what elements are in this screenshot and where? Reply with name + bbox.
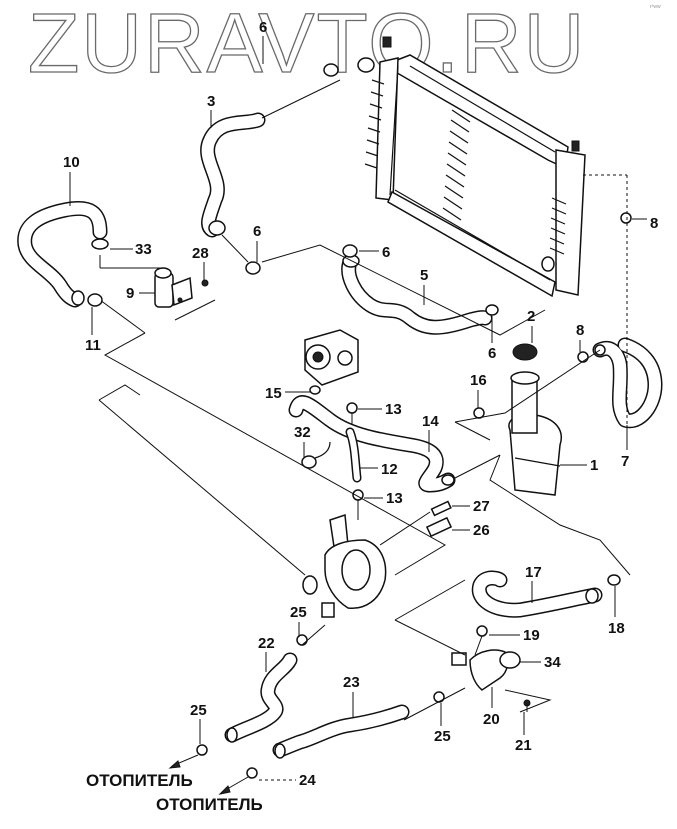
label-6: 6 bbox=[259, 19, 267, 36]
label-18: 18 bbox=[608, 620, 625, 637]
label-21: 21 bbox=[515, 737, 532, 754]
label-27: 27 bbox=[473, 498, 490, 515]
heater-arrows bbox=[168, 754, 249, 795]
watermark: ZURAVTO.RU bbox=[28, 0, 586, 90]
label-13: 13 bbox=[386, 490, 403, 507]
hose-3 bbox=[200, 79, 341, 263]
label-25: 25 bbox=[290, 604, 307, 621]
label-2: 2 bbox=[527, 308, 535, 325]
label-15: 15 bbox=[265, 385, 282, 402]
sensors bbox=[379, 500, 453, 546]
label-33: 33 bbox=[135, 241, 152, 258]
label-23: 23 bbox=[343, 674, 360, 691]
label-28: 28 bbox=[192, 245, 209, 262]
hose-12 bbox=[345, 427, 362, 483]
label-26: 26 bbox=[473, 522, 490, 539]
radiator bbox=[357, 36, 586, 298]
throttle-body bbox=[304, 329, 359, 386]
hose-10 bbox=[17, 201, 146, 334]
label-13: 13 bbox=[385, 401, 402, 418]
label-1: 1 bbox=[590, 457, 598, 474]
label-34: 34 bbox=[544, 654, 561, 671]
core-flow-arrows bbox=[442, 109, 471, 221]
label-24: 24 bbox=[299, 772, 316, 789]
label-20: 20 bbox=[483, 711, 500, 728]
hose-22 bbox=[224, 652, 298, 743]
label-6: 6 bbox=[382, 244, 390, 261]
label-6: 6 bbox=[253, 223, 261, 240]
label-16: 16 bbox=[470, 372, 487, 389]
hose-7 bbox=[592, 337, 663, 429]
label-5: 5 bbox=[420, 267, 428, 284]
bolt-28 bbox=[201, 279, 209, 287]
label-25: 25 bbox=[434, 728, 451, 745]
clamps bbox=[87, 63, 632, 779]
water-outlet bbox=[302, 513, 387, 618]
label-17: 17 bbox=[525, 564, 542, 581]
label-22: 22 bbox=[258, 635, 275, 652]
assembly-lines bbox=[98, 174, 631, 721]
label-25: 25 bbox=[190, 702, 207, 719]
label-11: 11 bbox=[85, 337, 101, 354]
corner-mark: r²ww bbox=[650, 4, 661, 10]
bracket-32 bbox=[301, 441, 331, 469]
label-8: 8 bbox=[576, 322, 584, 339]
hose-17 bbox=[471, 570, 603, 618]
hose-23 bbox=[272, 704, 410, 759]
reservoir-cap bbox=[512, 343, 538, 361]
label-8: 8 bbox=[650, 215, 658, 232]
label-9: 9 bbox=[126, 285, 134, 302]
label-10: 10 bbox=[63, 154, 80, 171]
label-7: 7 bbox=[621, 453, 629, 470]
label-3: 3 bbox=[207, 93, 215, 110]
right-tank-fins bbox=[549, 197, 567, 255]
valve-9 bbox=[99, 255, 193, 308]
label-19: 19 bbox=[523, 627, 540, 644]
thermostat-housing bbox=[451, 649, 531, 712]
left-tank-fins bbox=[364, 79, 385, 169]
label-6: 6 bbox=[488, 345, 496, 362]
callout-labels: 6 3 10 33 28 6 9 11 6 5 6 8 2 8 16 15 13… bbox=[63, 19, 658, 789]
label-12: 12 bbox=[381, 461, 398, 478]
heater-caption-1: ОТОПИТЕЛЬ bbox=[86, 771, 193, 790]
heater-caption-2: ОТОПИТЕЛЬ bbox=[156, 795, 263, 814]
label-32: 32 bbox=[294, 424, 311, 441]
coolant-reservoir bbox=[508, 343, 562, 496]
label-14: 14 bbox=[422, 413, 439, 430]
hose-14 bbox=[288, 395, 501, 493]
